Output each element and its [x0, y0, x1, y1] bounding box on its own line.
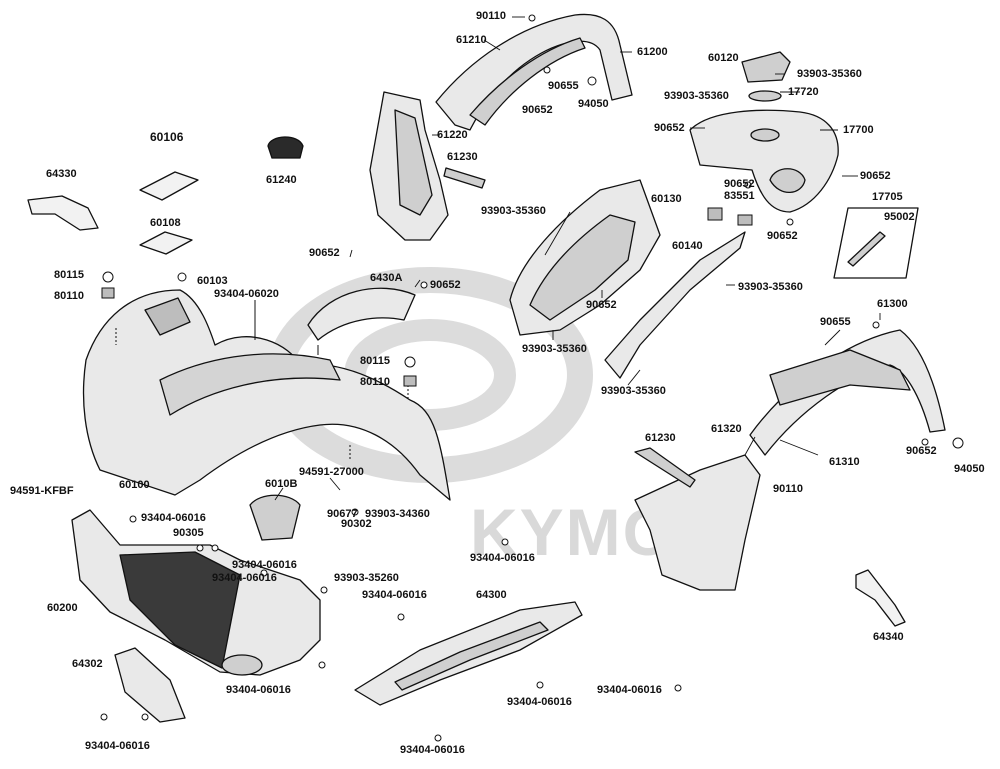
- part-label-90110: 90110: [773, 483, 803, 495]
- part-label-90655: 90655: [820, 316, 851, 328]
- part-label-90302: 90302: [341, 518, 372, 530]
- part-label-94591-KFBF: 94591-KFBF: [10, 485, 74, 497]
- part-label-93903-35360: 93903-35360: [664, 90, 729, 102]
- front-fender-part: [82, 289, 451, 501]
- part-label-17700: 17700: [843, 124, 874, 136]
- part-label-93903-34360: 93903-34360: [365, 508, 430, 520]
- dash-bracket-part: [249, 494, 301, 541]
- part-label-64340: 64340: [873, 631, 904, 643]
- part-label-60120: 60120: [708, 52, 739, 64]
- part-label-64330: 64330: [46, 168, 77, 180]
- part-label-90652: 90652: [860, 170, 891, 182]
- part-label-61200: 61200: [637, 46, 668, 58]
- part-label-61230: 61230: [447, 151, 478, 163]
- part-label-90652: 90652: [654, 122, 685, 134]
- part-label-93903-35360: 93903-35360: [738, 281, 803, 293]
- part-label-80115: 80115: [54, 269, 84, 281]
- part-label-60200: 60200: [47, 602, 78, 614]
- part-label-60106: 60106: [150, 130, 184, 144]
- part-label-61220: 61220: [437, 129, 468, 141]
- cap-part: [267, 136, 304, 159]
- part-label-60130: 60130: [651, 193, 682, 205]
- part-label-94050: 94050: [578, 98, 609, 110]
- part-label-61210: 61210: [456, 34, 487, 46]
- part-label-93404-06020: 93404-06020: [214, 288, 279, 300]
- part-label-64302: 64302: [72, 658, 103, 670]
- part-label-93404-06016: 93404-06016: [212, 572, 277, 584]
- part-label-80110: 80110: [360, 376, 390, 388]
- part-label-93903-35360: 93903-35360: [522, 343, 587, 355]
- part-label-93404-06016: 93404-06016: [232, 559, 297, 571]
- part-label-93404-06016: 93404-06016: [597, 684, 662, 696]
- part-label-6430A: 6430A: [370, 272, 403, 284]
- part-label-90652: 90652: [522, 104, 553, 116]
- skid-part: [114, 647, 186, 723]
- mud-flap-part: [634, 454, 761, 591]
- part-label-95002: 95002: [884, 211, 915, 223]
- part-label-90110: 90110: [476, 10, 506, 22]
- part-label-93903-35260: 93903-35260: [334, 572, 399, 584]
- part-label-61230: 61230: [645, 432, 676, 444]
- part-label-80110: 80110: [54, 290, 84, 302]
- bracket-right-part: [855, 569, 906, 627]
- grille-part: [119, 551, 241, 669]
- part-label-83551: 83551: [724, 190, 755, 202]
- part-label-90652: 90652: [767, 230, 798, 242]
- part-label-60100: 60100: [119, 479, 150, 491]
- part-label-6010B: 6010B: [265, 478, 298, 490]
- part-label-61310: 61310: [829, 456, 860, 468]
- part-label-90652: 90652: [309, 247, 340, 259]
- part-label-90305: 90305: [173, 527, 204, 539]
- part-label-93404-06016: 93404-06016: [141, 512, 206, 524]
- part-label-64300: 64300: [476, 589, 507, 601]
- storage-lid-part: [139, 171, 199, 201]
- part-label-93404-06016: 93404-06016: [470, 552, 535, 564]
- part-label-90655: 90655: [548, 80, 579, 92]
- tank-cover-part: [689, 109, 839, 213]
- decal-part: [307, 287, 416, 341]
- part-label-60108: 60108: [150, 217, 181, 229]
- part-label-93903-35360: 93903-35360: [481, 205, 546, 217]
- part-label-94591-27000: 94591-27000: [299, 466, 364, 478]
- part-label-90677: 90677: [327, 508, 358, 520]
- part-label-90652: 90652: [724, 178, 755, 190]
- part-label-61240: 61240: [266, 174, 297, 186]
- part-label-93404-06016: 93404-06016: [226, 684, 291, 696]
- part-label-60140: 60140: [672, 240, 703, 252]
- part-label-80115: 80115: [360, 355, 390, 367]
- seat-latch-part: [741, 51, 791, 83]
- part-label-93404-06016: 93404-06016: [507, 696, 572, 708]
- part-label-61300: 61300: [877, 298, 908, 310]
- part-label-60103: 60103: [197, 275, 228, 287]
- side-strip-part: [604, 231, 746, 379]
- bracket-part: [27, 195, 99, 231]
- part-label-93903-35360: 93903-35360: [797, 68, 862, 80]
- part-label-90652: 90652: [430, 279, 461, 291]
- part-label-93404-06016: 93404-06016: [400, 744, 465, 756]
- part-label-94050: 94050: [954, 463, 985, 475]
- part-label-93404-06016: 93404-06016: [85, 740, 150, 752]
- part-label-93404-06016: 93404-06016: [362, 589, 427, 601]
- part-label-90652: 90652: [586, 299, 617, 311]
- part-label-17720: 17720: [788, 86, 819, 98]
- part-label-17705: 17705: [872, 191, 903, 203]
- part-label-93903-35360: 93903-35360: [601, 385, 666, 397]
- part-label-61320: 61320: [711, 423, 742, 435]
- part-label-90652: 90652: [906, 445, 937, 457]
